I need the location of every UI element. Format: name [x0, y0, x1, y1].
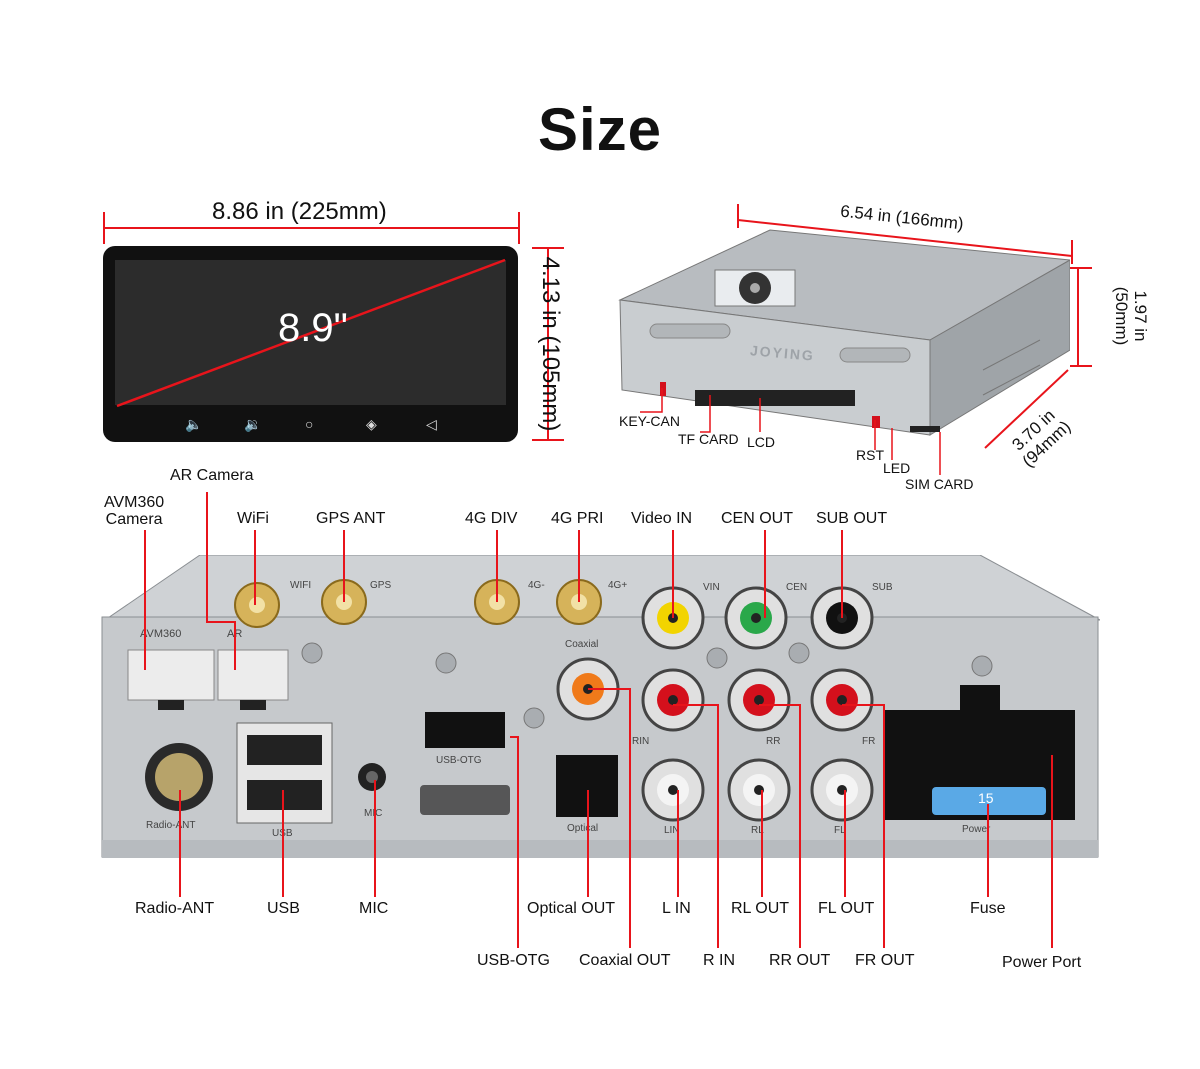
silk-power: Power	[962, 824, 991, 835]
label-optical-out: Optical OUT	[527, 900, 616, 917]
label-fr-out: FR OUT	[855, 952, 915, 969]
label-usb: USB	[267, 900, 300, 917]
label-usb-otg: USB-OTG	[477, 952, 550, 969]
head-unit-screen: 8.9" 🔈 🔉 ○ ◈ ◁	[103, 246, 518, 442]
silk-wifi: WIFI	[290, 580, 312, 591]
silk-vin: VIN	[703, 582, 720, 593]
callout-lcd: LCD	[747, 434, 776, 450]
volume-up-icon: 🔉	[244, 416, 262, 432]
volume-down-icon: 🔈	[185, 416, 203, 432]
silk-fr: FR	[862, 736, 876, 747]
label-ar-camera: AR Camera	[170, 467, 254, 484]
silk-radio-ant: Radio-ANT	[146, 820, 196, 831]
label-rr-out: RR OUT	[769, 952, 831, 969]
label-coaxial-out: Coaxial OUT	[579, 952, 671, 969]
label-avm360-camera-line2: Camera	[105, 511, 163, 528]
silk-fl: FL	[834, 825, 846, 836]
label-gps-ant: GPS ANT	[316, 510, 386, 527]
screen-diagonal-label: 8.9"	[278, 306, 348, 350]
back-icon: ◁	[426, 416, 437, 432]
label-avm360-camera: AVM360 Camera	[104, 494, 164, 528]
label-r-in: R IN	[703, 952, 735, 969]
screen-width-label: 8.86 in (225mm)	[212, 198, 387, 225]
label-radio-ant: Radio-ANT	[135, 900, 215, 917]
silk-avm360: AVM360	[140, 628, 182, 640]
silk-coaxial: Coaxial	[565, 639, 599, 650]
rear-panel	[101, 555, 1100, 858]
chassis-box	[618, 229, 1070, 436]
label-fuse: Fuse	[970, 900, 1006, 917]
label-avm360-camera-line1: AVM360	[104, 494, 165, 511]
location-icon: ◈	[366, 416, 377, 432]
label-sub-out: SUB OUT	[816, 510, 888, 527]
callout-tf-card: TF CARD	[678, 431, 739, 447]
silk-gps: GPS	[370, 580, 392, 591]
silk-mic: MIC	[364, 808, 383, 819]
silk-rin: RIN	[632, 736, 650, 747]
silk-4g-plus: 4G+	[608, 580, 628, 591]
home-icon: ○	[305, 416, 314, 432]
label-fl-out: FL OUT	[818, 900, 875, 917]
silk-lin: LIN	[664, 825, 680, 836]
callout-rst: RST	[856, 447, 884, 463]
label-power-port: Power Port	[1002, 954, 1082, 971]
label-rl-out: RL OUT	[731, 900, 790, 917]
label-4g-div: 4G DIV	[465, 510, 518, 527]
silk-4g-minus: 4G-	[528, 580, 545, 591]
silk-usb-otg: USB-OTG	[436, 755, 482, 766]
silk-cen: CEN	[786, 582, 808, 593]
page-title: Size	[537, 96, 663, 163]
silk-rr: RR	[766, 736, 781, 747]
callout-sim-card: SIM CARD	[905, 476, 974, 492]
label-l-in: L IN	[662, 900, 691, 917]
fuse-value: 15	[978, 790, 994, 806]
callout-led: LED	[883, 460, 911, 476]
label-mic: MIC	[359, 900, 389, 917]
label-4g-pri: 4G PRI	[551, 510, 604, 527]
callout-key-can: KEY-CAN	[619, 413, 680, 429]
silk-sub: SUB	[872, 582, 893, 593]
label-video-in: Video IN	[631, 510, 693, 527]
label-wifi: WiFi	[237, 510, 269, 527]
silk-optical: Optical	[567, 823, 599, 834]
label-cen-out: CEN OUT	[721, 510, 793, 527]
silk-rl: RL	[751, 825, 764, 836]
